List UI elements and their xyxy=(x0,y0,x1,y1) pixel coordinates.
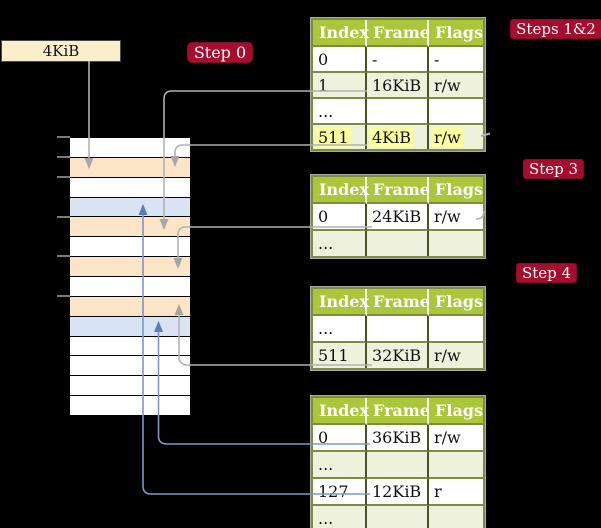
table-cell: 16KiB xyxy=(372,75,422,95)
memory-row xyxy=(70,217,190,238)
memory-row xyxy=(70,376,190,397)
memory-row xyxy=(70,396,190,417)
memory-row xyxy=(70,257,190,278)
column-header: Flags xyxy=(429,398,483,425)
page-table-step-3: Index Frame Flags 0 24KiB r/w ... xyxy=(310,174,486,259)
table-cell: - xyxy=(372,49,378,69)
memory-row xyxy=(70,197,190,218)
column-header: Index xyxy=(313,20,369,47)
table-cell: r/w xyxy=(434,346,461,365)
table-cell: r xyxy=(434,482,442,501)
table-cell: 1 xyxy=(318,75,329,95)
table-cell: ... xyxy=(318,319,334,338)
memory-row xyxy=(70,157,190,178)
column-header: Flags xyxy=(429,20,483,47)
table-row: 0 - - xyxy=(313,47,483,73)
column-header: Index xyxy=(313,289,369,316)
table-cell: ... xyxy=(318,455,334,474)
header-row: Index Frame Flags xyxy=(313,177,483,204)
table-cell: 511 xyxy=(318,346,349,365)
table-cell: 32KiB xyxy=(372,346,422,365)
page-size-label: 4KiB xyxy=(42,42,80,60)
memory-row xyxy=(70,316,190,337)
memory-row xyxy=(70,277,190,297)
table-cell: r/w xyxy=(434,207,461,226)
memory-row xyxy=(70,356,190,377)
column-header: Frame xyxy=(367,289,430,316)
memory-page-strip xyxy=(70,137,190,417)
column-header: Flags xyxy=(429,177,483,204)
tick-mark xyxy=(57,156,70,158)
column-header: Index xyxy=(313,398,369,425)
table-cell: - xyxy=(434,49,440,69)
column-header: Frame xyxy=(367,20,430,47)
column-header: Index xyxy=(313,177,369,204)
header-row: Index Frame Flags xyxy=(313,289,483,316)
table-cell: 36KiB xyxy=(372,428,422,447)
table-cell: r/w xyxy=(434,428,461,447)
table-row: 511 32KiB r/w xyxy=(313,343,483,368)
table-cell: 0 xyxy=(318,207,329,226)
badge-step-3: Step 3 xyxy=(523,159,584,179)
header-row: Index Frame Flags xyxy=(313,398,483,425)
table-cell: 127 xyxy=(318,482,349,501)
column-header: Frame xyxy=(367,398,430,425)
column-header: Flags xyxy=(429,289,483,316)
table-row: 127 12KiB r xyxy=(313,479,483,506)
tick-mark xyxy=(57,295,70,297)
badge-step-0: Step 0 xyxy=(187,42,253,63)
page-size-box: 4KiB xyxy=(1,40,121,62)
table-row: ... xyxy=(313,452,483,479)
page-table-step-4: Index Frame Flags ... 511 32KiB r/w xyxy=(310,286,486,371)
table-cell: 0 xyxy=(318,428,329,447)
page-table-steps-1-2: Index Frame Flags 0 - - 1 16KiB r/w ... xyxy=(310,17,486,152)
table-cell: r/w xyxy=(434,127,461,147)
table-cell: ... xyxy=(318,101,334,121)
table-cell: 24KiB xyxy=(372,207,422,226)
badge-step-4: Step 4 xyxy=(516,263,577,283)
column-header: Frame xyxy=(367,177,430,204)
table-cell: 511 xyxy=(318,127,349,147)
memory-row xyxy=(70,336,190,357)
badge-steps-1-2: Steps 1&2 xyxy=(510,19,601,39)
page-table-final: Index Frame Flags 0 36KiB r/w ... 127 12… xyxy=(310,395,486,528)
table-cell: 4KiB xyxy=(372,127,412,147)
table-row: 0 24KiB r/w xyxy=(313,204,483,231)
table-row-highlighted: 511 4KiB r/w xyxy=(313,125,483,149)
tick-mark xyxy=(57,216,70,218)
table-cell: ... xyxy=(318,234,334,253)
table-cell: r/w xyxy=(434,75,461,95)
tick-mark xyxy=(57,255,70,257)
table-row: ... xyxy=(313,506,483,528)
memory-row xyxy=(70,138,190,158)
table-cell: ... xyxy=(318,509,334,528)
memory-row xyxy=(70,237,190,258)
table-row: 0 36KiB r/w xyxy=(313,425,483,452)
tick-mark xyxy=(57,176,70,178)
header-row: Index Frame Flags xyxy=(313,20,483,47)
memory-row xyxy=(70,296,190,317)
table-row: 1 16KiB r/w xyxy=(313,73,483,99)
table-cell: 12KiB xyxy=(372,482,422,501)
memory-row xyxy=(70,177,190,198)
table-row: ... xyxy=(313,316,483,343)
table-row: ... xyxy=(313,99,483,125)
table-cell: 0 xyxy=(318,49,329,69)
tick-mark xyxy=(57,136,70,138)
table-row: ... xyxy=(313,231,483,256)
